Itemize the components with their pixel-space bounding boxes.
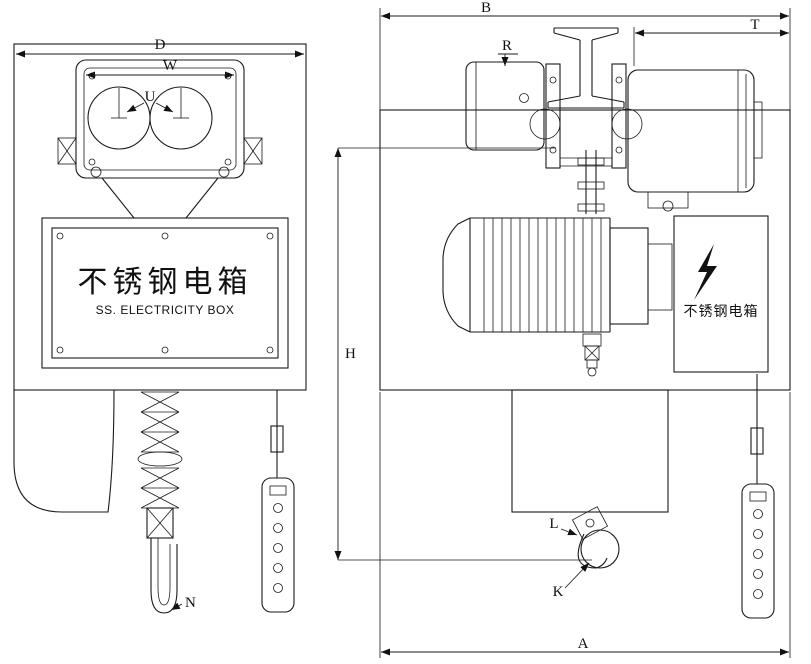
- trolley-plate-right: [611, 63, 627, 169]
- load-chain: [137, 391, 183, 509]
- dim-label-d: D: [155, 37, 166, 53]
- dimension-u: U: [126, 89, 174, 113]
- dimension-w: W: [86, 58, 234, 79]
- pivot-bolt-right: [218, 166, 230, 178]
- dimension-k: K: [553, 562, 590, 600]
- pendant-button: [273, 583, 283, 593]
- hook-side: [571, 506, 620, 569]
- dimension-d: D: [16, 37, 304, 58]
- dim-label-h: H: [345, 346, 356, 362]
- box-screw: [161, 346, 169, 354]
- hook-swivel-block: [146, 507, 174, 539]
- dimension-a: A: [379, 392, 791, 658]
- box-screw: [161, 232, 169, 240]
- hoist-motor-body: [442, 217, 673, 333]
- i-beam: [547, 27, 625, 109]
- pendant-button: [273, 523, 283, 533]
- dimension-l: L: [549, 516, 578, 536]
- anti-drop-lug-left: [57, 137, 77, 165]
- cable-connector: [270, 425, 284, 453]
- plate-bolt: [615, 76, 623, 84]
- dim-label-a: A: [578, 636, 589, 652]
- pendant-control-left: [261, 390, 295, 613]
- bracket-inner: [83, 67, 237, 171]
- dim-label-t: T: [750, 17, 759, 33]
- suspension-bolts: [577, 150, 605, 214]
- trolley-plate-left: [545, 63, 561, 169]
- pendant-body: [741, 483, 775, 619]
- dimension-n: N: [170, 595, 196, 611]
- trolley-wheel-side: [529, 108, 561, 140]
- box-screw: [266, 232, 274, 240]
- bracket-screw: [88, 72, 96, 80]
- hook-eye: [580, 529, 620, 569]
- box-screw: [56, 346, 64, 354]
- pendant-button: [753, 569, 763, 579]
- pendant-button: [273, 543, 283, 553]
- pendant-button: [753, 549, 763, 559]
- box-screw: [56, 232, 64, 240]
- dimension-h: H: [334, 147, 592, 561]
- plate-bolt: [549, 146, 557, 154]
- dimension-t: T: [633, 17, 789, 66]
- pendant-control-right: [741, 374, 775, 619]
- hook-front: [146, 507, 178, 614]
- gear-bracket: [647, 191, 689, 209]
- trolley-wheel-side: [611, 108, 643, 140]
- dim-label-b: B: [481, 0, 491, 16]
- hook-curve: [577, 533, 608, 569]
- bracket-outer: [75, 59, 245, 179]
- pendant-button: [753, 509, 763, 519]
- electricity-box-outer: [41, 217, 289, 369]
- anti-drop-lug-right: [243, 137, 263, 165]
- dimension-r: R: [498, 38, 518, 66]
- electricity-box-side-outline: [673, 215, 769, 373]
- dim-label-k: K: [553, 584, 564, 600]
- lightning-icon: [694, 244, 717, 300]
- hook-swivel: [571, 506, 609, 540]
- traverse-motor: [465, 61, 545, 151]
- dimension-b: B: [379, 0, 791, 110]
- pendant-button: [273, 503, 283, 513]
- chain-bag: [13, 389, 115, 513]
- bracket-screw: [88, 158, 96, 166]
- bracket-screw: [224, 158, 232, 166]
- electricity-box-label-en: SS. ELECTRICITY BOX: [96, 303, 235, 317]
- cable-connector: [750, 427, 764, 455]
- dim-label-w: W: [163, 58, 178, 74]
- pendant-button: [753, 589, 763, 599]
- side-view: B T R: [334, 0, 791, 658]
- brake-shaft: [582, 333, 602, 377]
- hoist-motor-top: [627, 69, 763, 212]
- box-screw: [266, 346, 274, 354]
- trolley-wheel-right: [149, 86, 213, 150]
- pendant-top-detail: [269, 485, 287, 496]
- electricity-box-label-cn: 不锈钢电箱: [78, 266, 253, 299]
- front-body-outline: [13, 43, 307, 391]
- dim-label-u: U: [145, 89, 156, 105]
- bracket-screw: [224, 72, 232, 80]
- pendant-button: [273, 563, 283, 573]
- hook-inner: [157, 538, 171, 606]
- electricity-box-inner: [51, 227, 279, 359]
- dim-label-n: N: [185, 595, 196, 611]
- dim-label-r: R: [502, 38, 512, 54]
- lower-body: [511, 389, 669, 513]
- plate-bolt: [549, 76, 557, 84]
- suspension-neck: [101, 177, 219, 219]
- trolley-bracket: [57, 59, 263, 179]
- plate-bolt: [615, 146, 623, 154]
- electricity-box-side-label-cn: 不锈钢电箱: [684, 303, 759, 319]
- pivot-bolt-left: [90, 166, 102, 178]
- pendant-body: [261, 477, 295, 613]
- pendant-button: [753, 529, 763, 539]
- electricity-box-front: 不锈钢电箱 SS. ELECTRICITY BOX: [41, 217, 289, 369]
- chain-ring: [137, 451, 183, 467]
- dim-label-l: L: [549, 516, 558, 532]
- electricity-box-side: 不锈钢电箱: [673, 215, 769, 373]
- front-view: D: [13, 37, 307, 614]
- pendant-top-detail: [749, 491, 767, 502]
- hook-outer: [150, 538, 178, 614]
